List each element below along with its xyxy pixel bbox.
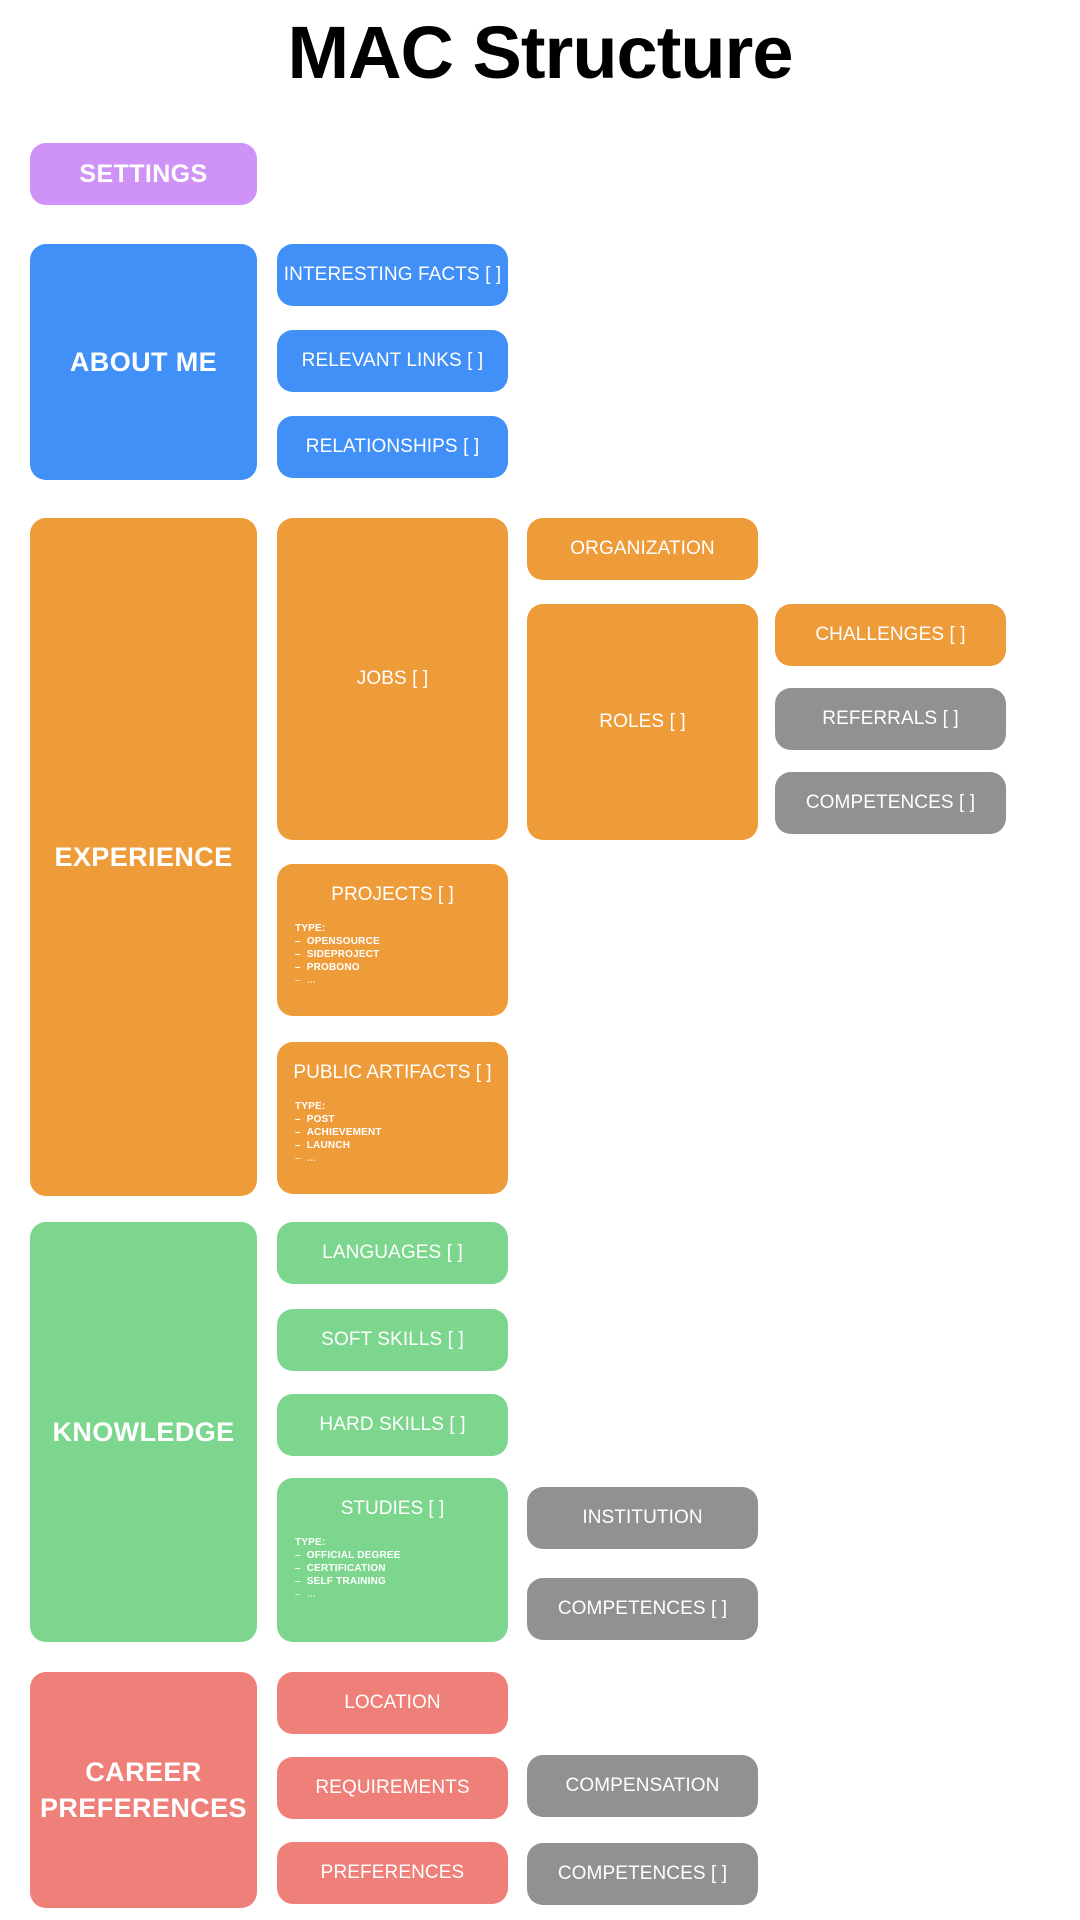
- node-referrals[interactable]: REFERRALS [ ]: [775, 688, 1006, 750]
- node-soft-skills[interactable]: SOFT SKILLS [ ]: [277, 1309, 508, 1371]
- type-heading: TYPE:: [295, 923, 326, 934]
- node-requirements[interactable]: REQUIREMENTS: [277, 1757, 508, 1819]
- node-soft-skills-label: SOFT SKILLS [ ]: [321, 1329, 464, 1350]
- type-heading: TYPE:: [295, 1537, 326, 1548]
- node-languages-label: LANGUAGES [ ]: [322, 1242, 463, 1263]
- node-interesting-facts-label: INTERESTING FACTS [ ]: [283, 264, 502, 285]
- node-preferences[interactable]: PREFERENCES: [277, 1842, 508, 1904]
- type-item: OFFICIAL DEGREE: [295, 1549, 508, 1562]
- node-requirements-label: REQUIREMENTS: [315, 1777, 470, 1798]
- node-compensation[interactable]: COMPENSATION: [527, 1755, 758, 1817]
- node-relevant-links-label: RELEVANT LINKS [ ]: [301, 350, 484, 371]
- node-competences-career[interactable]: COMPETENCES [ ]: [527, 1843, 758, 1905]
- node-roles[interactable]: ROLES [ ]: [527, 604, 758, 840]
- node-location[interactable]: LOCATION: [277, 1672, 508, 1734]
- type-item: ...: [295, 1152, 508, 1165]
- page-title: MAC Structure: [287, 11, 793, 94]
- node-hard-skills-label: HARD SKILLS [ ]: [319, 1414, 466, 1435]
- node-compensation-label: COMPENSATION: [565, 1775, 720, 1796]
- node-studies-label: STUDIES [ ]: [340, 1498, 445, 1519]
- node-career-preferences[interactable]: CAREER PREFERENCES: [30, 1672, 257, 1908]
- node-languages[interactable]: LANGUAGES [ ]: [277, 1222, 508, 1284]
- type-item: ...: [295, 974, 508, 987]
- type-item: ACHIEVEMENT: [295, 1126, 508, 1139]
- node-challenges-label: CHALLENGES [ ]: [815, 624, 966, 645]
- type-item: CERTIFICATION: [295, 1562, 508, 1575]
- type-item: ...: [295, 1588, 508, 1601]
- node-experience-label: EXPERIENCE: [54, 841, 233, 872]
- node-about-me[interactable]: ABOUT ME: [30, 244, 257, 480]
- node-public-artifacts-label: PUBLIC ARTIFACTS [ ]: [293, 1062, 492, 1083]
- node-location-label: LOCATION: [344, 1692, 441, 1713]
- node-experience[interactable]: EXPERIENCE: [30, 518, 257, 1196]
- node-projects-type-list: TYPE: OPENSOURCE SIDEPROJECT PROBONO ...: [277, 922, 508, 987]
- node-knowledge-label: KNOWLEDGE: [52, 1416, 235, 1447]
- type-item: POST: [295, 1113, 508, 1126]
- node-public-artifacts[interactable]: PUBLIC ARTIFACTS [ ] TYPE: POST ACHIEVEM…: [277, 1042, 508, 1194]
- node-public-artifacts-type-list: TYPE: POST ACHIEVEMENT LAUNCH ...: [277, 1100, 508, 1165]
- node-referrals-label: REFERRALS [ ]: [822, 708, 959, 729]
- node-competences-studies[interactable]: COMPETENCES [ ]: [527, 1578, 758, 1640]
- node-about-me-label: ABOUT ME: [69, 346, 218, 377]
- type-item: PROBONO: [295, 961, 508, 974]
- node-organization[interactable]: ORGANIZATION: [527, 518, 758, 580]
- node-studies-type-list: TYPE: OFFICIAL DEGREE CERTIFICATION SELF…: [277, 1536, 508, 1601]
- type-item: OPENSOURCE: [295, 935, 508, 948]
- node-jobs-label: JOBS [ ]: [356, 668, 429, 689]
- type-heading: TYPE:: [295, 1101, 326, 1112]
- node-competences-career-label: COMPETENCES [ ]: [557, 1863, 728, 1884]
- node-studies[interactable]: STUDIES [ ] TYPE: OFFICIAL DEGREE CERTIF…: [277, 1478, 508, 1642]
- node-institution-label: INSTITUTION: [582, 1507, 703, 1528]
- node-institution[interactable]: INSTITUTION: [527, 1487, 758, 1549]
- node-career-preferences-label-line2: PREFERENCES: [40, 1793, 247, 1823]
- node-competences-experience[interactable]: COMPETENCES [ ]: [775, 772, 1006, 834]
- node-competences-studies-label: COMPETENCES [ ]: [557, 1598, 728, 1619]
- node-interesting-facts[interactable]: INTERESTING FACTS [ ]: [277, 244, 508, 306]
- node-career-preferences-label-line1: CAREER: [85, 1757, 202, 1787]
- node-roles-label: ROLES [ ]: [599, 711, 686, 732]
- node-organization-label: ORGANIZATION: [570, 538, 715, 559]
- node-settings-label: SETTINGS: [79, 159, 208, 188]
- node-preferences-label: PREFERENCES: [320, 1862, 465, 1883]
- node-hard-skills[interactable]: HARD SKILLS [ ]: [277, 1394, 508, 1456]
- node-projects[interactable]: PROJECTS [ ] TYPE: OPENSOURCE SIDEPROJEC…: [277, 864, 508, 1016]
- node-knowledge[interactable]: KNOWLEDGE: [30, 1222, 257, 1642]
- node-competences-experience-label: COMPETENCES [ ]: [805, 792, 976, 813]
- node-relationships-label: RELATIONSHIPS [ ]: [305, 436, 480, 457]
- node-projects-label: PROJECTS [ ]: [331, 884, 454, 905]
- node-jobs[interactable]: JOBS [ ]: [277, 518, 508, 840]
- node-relationships[interactable]: RELATIONSHIPS [ ]: [277, 416, 508, 478]
- node-challenges[interactable]: CHALLENGES [ ]: [775, 604, 1006, 666]
- node-relevant-links[interactable]: RELEVANT LINKS [ ]: [277, 330, 508, 392]
- type-item: SIDEPROJECT: [295, 948, 508, 961]
- type-item: LAUNCH: [295, 1139, 508, 1152]
- node-settings[interactable]: SETTINGS: [30, 143, 257, 205]
- type-item: SELF TRAINING: [295, 1575, 508, 1588]
